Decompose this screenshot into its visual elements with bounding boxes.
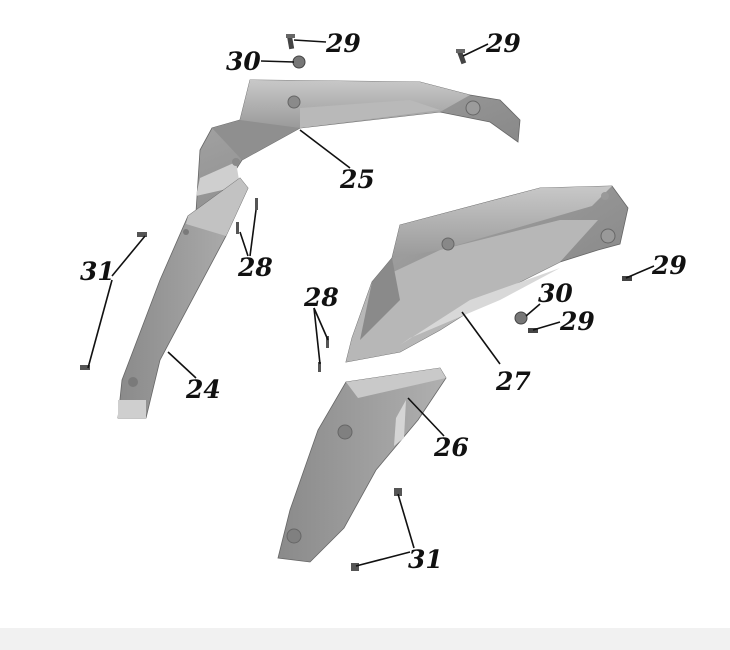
bolt-29-right — [528, 276, 632, 333]
screw-28-pair-left — [236, 198, 258, 234]
bolt-29-top-right — [456, 49, 467, 65]
washer-30-right — [514, 311, 528, 325]
label-29-right-b: 29 — [559, 307, 595, 336]
part-25-upper-panel — [195, 79, 521, 213]
bottom-bar — [0, 628, 730, 650]
fastener-31-left — [80, 232, 147, 370]
label-29-right-a: 29 — [651, 251, 687, 280]
label-31-left: 31 — [80, 257, 115, 286]
label-31-bottom: 31 — [408, 545, 443, 574]
leader-lines — [87, 39, 655, 567]
label-28-mid: 28 — [303, 283, 339, 312]
label-30-right: 30 — [538, 279, 573, 308]
bolt-29-top-left — [286, 34, 295, 50]
label-30-top: 30 — [226, 47, 261, 76]
part-26-right-lower-panel — [277, 367, 447, 563]
label-26: 26 — [433, 433, 469, 462]
fastener-31-bottom — [351, 488, 402, 571]
part-24-left-panel — [117, 177, 249, 419]
label-25: 25 — [339, 165, 375, 194]
screw-28-mid — [318, 336, 329, 372]
label-24: 24 — [185, 375, 221, 404]
label-28-left: 28 — [237, 253, 273, 282]
label-29-top-right: 29 — [485, 29, 521, 58]
part-27-right-upper-panel — [345, 185, 629, 363]
washer-30-top — [292, 55, 306, 69]
label-29-top-left: 29 — [325, 29, 361, 58]
label-27: 27 — [495, 367, 531, 396]
